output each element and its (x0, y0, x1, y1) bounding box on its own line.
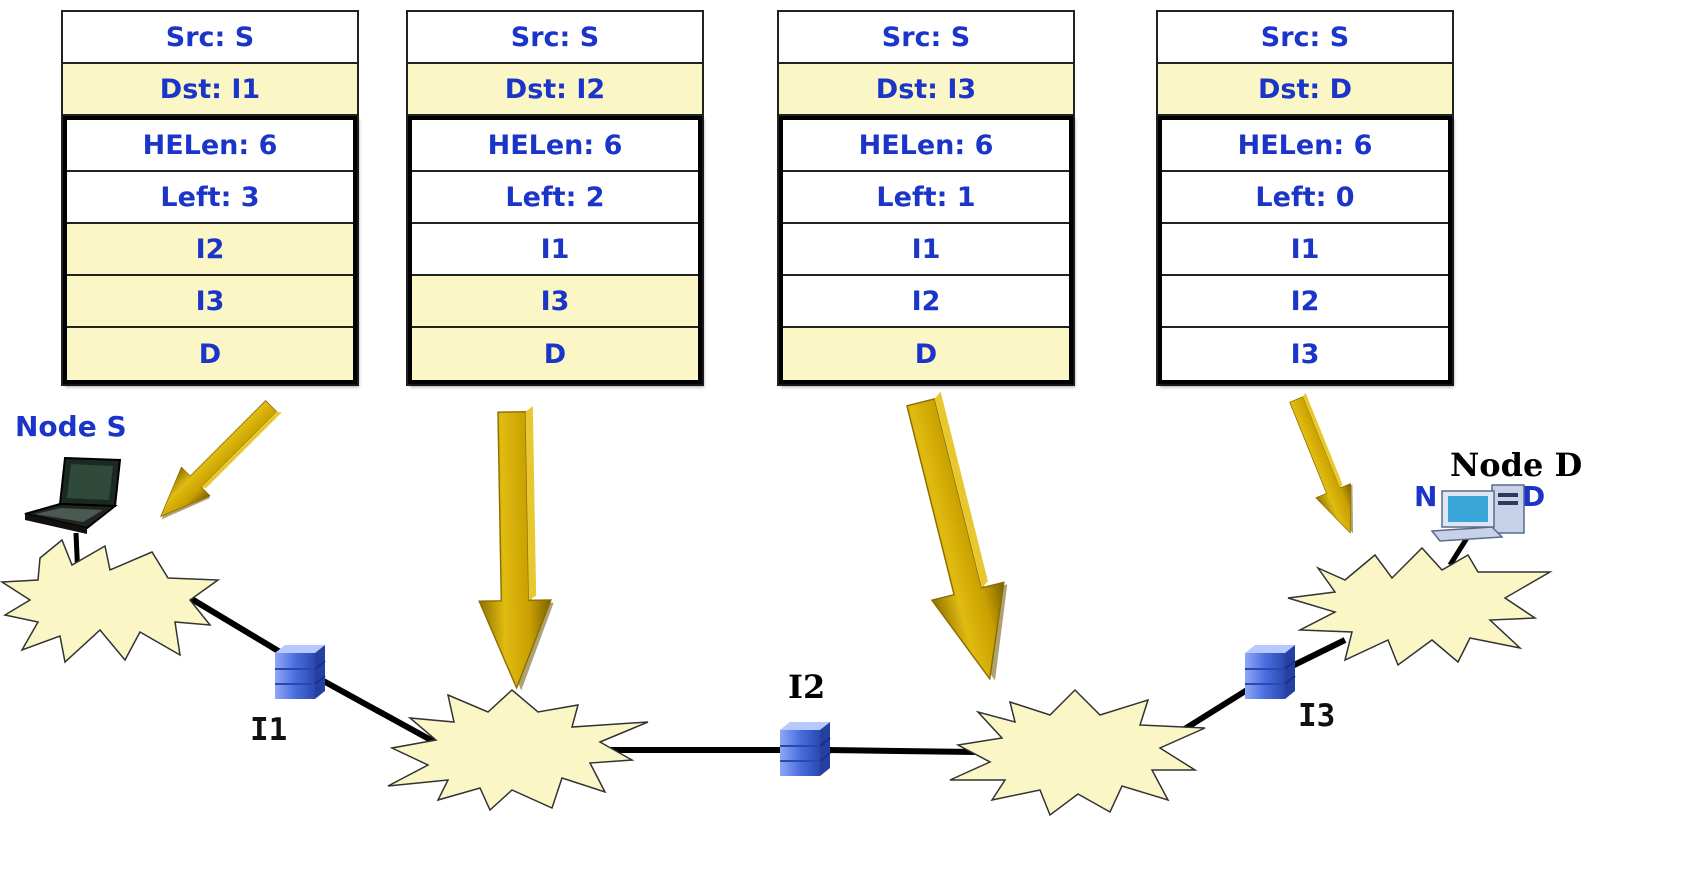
link-cloud1-i1 (188, 595, 287, 658)
header-hop: I2 (783, 276, 1069, 328)
header-left: Left: 0 (1162, 172, 1448, 224)
header-extension: HELen: 6 Left: 3 I2 I3 D (63, 116, 357, 384)
header-hop: I1 (1162, 224, 1448, 276)
header-left: Left: 2 (412, 172, 698, 224)
i3-label: I3 (1298, 698, 1336, 734)
link-i3-cloud4 (1286, 637, 1347, 671)
header-src: Src: S (63, 12, 357, 64)
router-icon (1244, 644, 1296, 700)
header-table-3: Src: S Dst: I3 HELen: 6 Left: 1 I1 I2 D (777, 10, 1075, 386)
header-hop: D (412, 328, 698, 380)
i1-label: I1 (250, 712, 288, 748)
desktop-computer-icon (1430, 484, 1525, 542)
header-dst: Dst: I1 (63, 64, 357, 116)
header-hop: I3 (67, 276, 353, 328)
link-i2-cloud3 (827, 747, 976, 755)
node-s-label: Node S (15, 410, 127, 443)
router-icon (779, 721, 831, 777)
header-hop: D (783, 328, 1069, 380)
i2-label: I2 (788, 668, 826, 706)
header-helen: HELen: 6 (67, 120, 353, 172)
header-helen: HELen: 6 (412, 120, 698, 172)
header-table-2: Src: S Dst: I2 HELen: 6 Left: 2 I1 I3 D (406, 10, 704, 386)
header-dst: Dst: I3 (779, 64, 1073, 116)
laptop-icon (24, 456, 122, 534)
node-d-label: Node D (1450, 446, 1583, 484)
node-d-obscured-tail: D (1522, 480, 1546, 513)
header-src: Src: S (408, 12, 702, 64)
network-cloud-icon (1287, 546, 1553, 667)
network-cloud-icon (949, 688, 1206, 817)
arrow-icon (475, 405, 556, 692)
header-hop: D (67, 328, 353, 380)
router-icon (274, 644, 326, 700)
header-src: Src: S (1158, 12, 1452, 64)
header-left: Left: 3 (67, 172, 353, 224)
link-i1-cloud2 (316, 675, 442, 748)
header-table-1: Src: S Dst: I1 HELen: 6 Left: 3 I2 I3 D (61, 10, 359, 386)
header-extension: HELen: 6 Left: 2 I1 I3 D (408, 116, 702, 384)
arrow-icon (144, 389, 290, 534)
arrow-icon (1277, 388, 1370, 542)
network-cloud-icon (0, 538, 221, 664)
header-left: Left: 1 (783, 172, 1069, 224)
header-hop: I3 (1162, 328, 1448, 380)
header-src: Src: S (779, 12, 1073, 64)
header-hop: I2 (1162, 276, 1448, 328)
header-extension: HELen: 6 Left: 1 I1 I2 D (779, 116, 1073, 384)
header-hop: I1 (412, 224, 698, 276)
header-dst: Dst: D (1158, 64, 1452, 116)
network-links (73, 528, 1475, 755)
header-extension: HELen: 6 Left: 0 I1 I2 I3 (1158, 116, 1452, 384)
network-cloud-icon (387, 689, 649, 812)
header-table-4: Src: S Dst: D HELen: 6 Left: 0 I1 I2 I3 (1156, 10, 1454, 386)
node-d-obscured-label: N (1414, 480, 1438, 513)
arrow-icon (882, 386, 1030, 692)
header-hop: I2 (67, 224, 353, 276)
header-dst: Dst: I2 (408, 64, 702, 116)
header-hop: I1 (783, 224, 1069, 276)
header-hop: I3 (412, 276, 698, 328)
header-helen: HELen: 6 (1162, 120, 1448, 172)
header-helen: HELen: 6 (783, 120, 1069, 172)
